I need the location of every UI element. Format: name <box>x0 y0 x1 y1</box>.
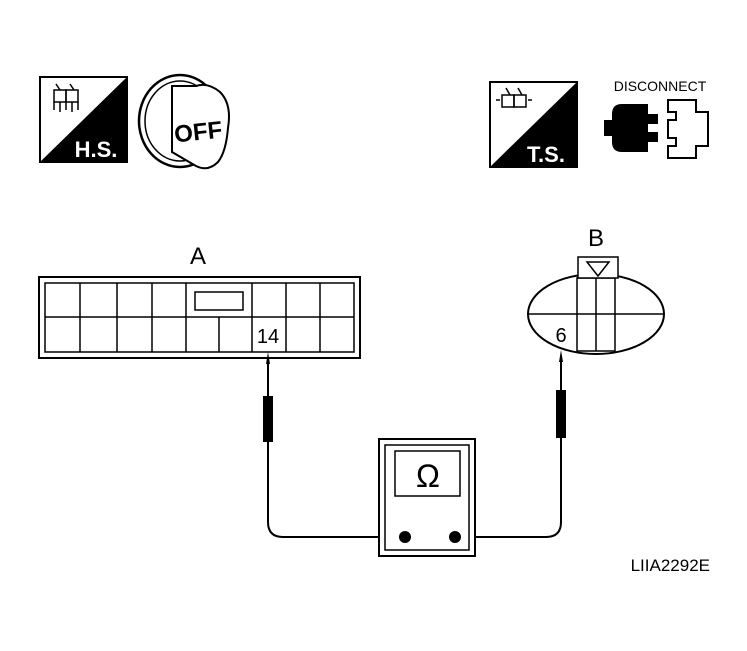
connector-a-lock-tab <box>194 291 244 311</box>
connector-b: B 6 <box>527 225 665 355</box>
terminal-side-label: T.S. <box>527 142 565 167</box>
probe-a <box>263 352 405 538</box>
disconnect-icon: DISCONNECT <box>604 78 709 159</box>
ignition-off-label: OFF <box>173 117 224 149</box>
connector-female-half-icon <box>667 99 709 159</box>
meter-display <box>394 450 461 497</box>
connector-a: A 14 <box>38 243 361 359</box>
terminal-side-icon: T.S. <box>489 81 578 168</box>
connector-a-label: A <box>190 243 206 270</box>
figure-id: LIIA2292E <box>631 556 710 575</box>
connector-b-label: B <box>588 225 604 252</box>
ohmmeter: Ω <box>378 438 476 557</box>
ignition-key-icon: OFF <box>137 73 230 170</box>
probe-b <box>455 350 566 538</box>
connector-b-terminal-number: 6 <box>555 325 566 347</box>
connector-male-half-icon <box>612 104 658 152</box>
meter-terminal-right <box>449 531 461 543</box>
meter-terminal-left <box>399 531 411 543</box>
terminal-pins-icon <box>496 87 532 108</box>
connector-a-terminal-number: 14 <box>257 326 279 348</box>
harness-side-label: H.S. <box>75 137 118 162</box>
ohm-symbol: Ω <box>416 458 440 494</box>
disconnect-label: DISCONNECT <box>614 78 707 94</box>
connector-a-cavities <box>45 283 354 352</box>
connector-pins-icon <box>53 83 79 112</box>
harness-side-icon: H.S. <box>39 76 128 163</box>
